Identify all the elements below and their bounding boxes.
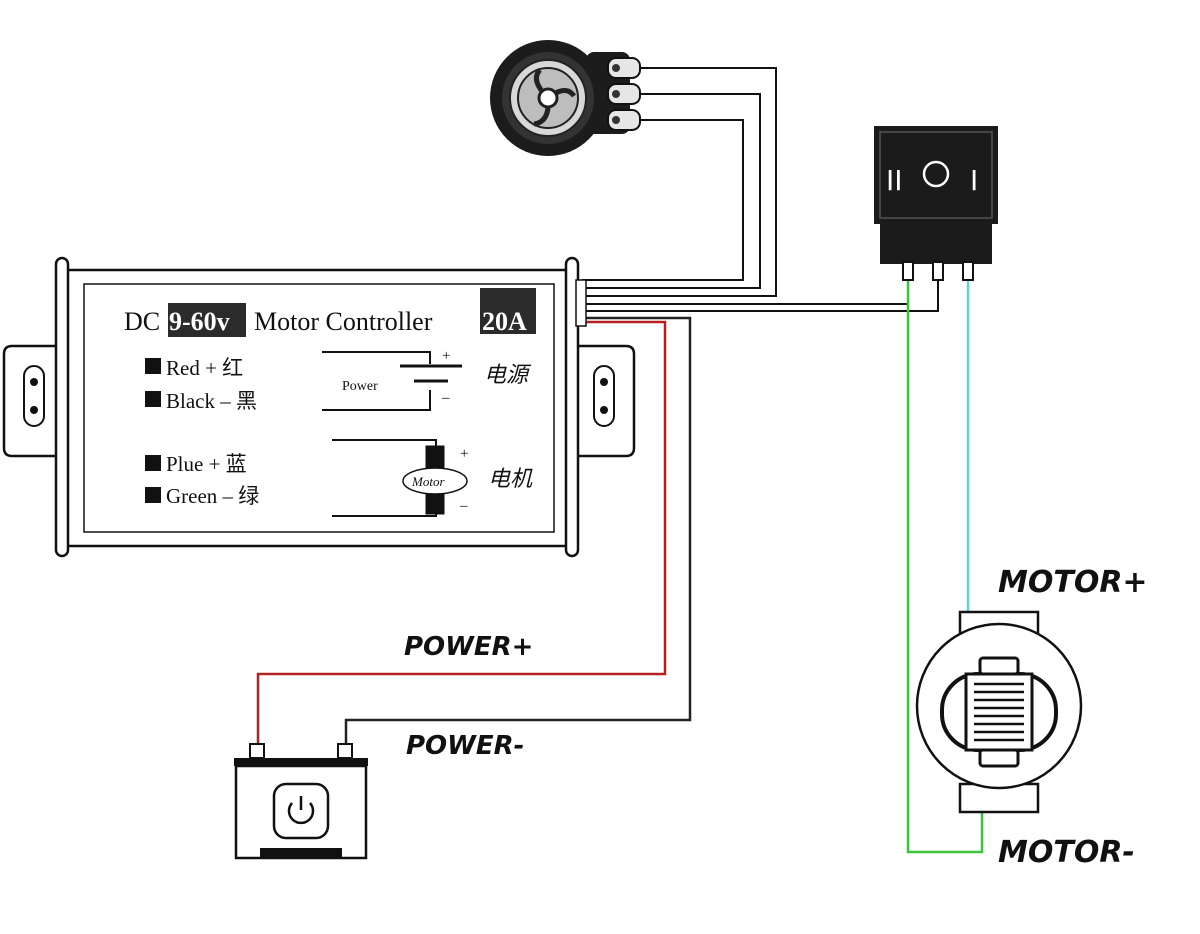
power-icon <box>272 782 330 840</box>
power-positive-wire <box>256 320 667 750</box>
legend-swatch-blue <box>145 455 161 471</box>
motor-minus-label: MOTOR- <box>998 835 1135 870</box>
controller-title-prefix: DC <box>124 307 160 336</box>
power-negative-wire <box>344 316 692 750</box>
potentiometer-wires <box>582 67 777 297</box>
motor-negative-wire <box>906 280 984 854</box>
legend-swatch-black <box>145 391 161 407</box>
legend-red: Red + 红 <box>166 356 243 380</box>
motor-icon <box>915 610 1083 814</box>
motor-chinese-label: 电机 <box>488 466 533 491</box>
legend-black: Black – 黑 <box>166 389 257 413</box>
motor-controller: DC 9-60v Motor Controller 20A Red + 红 Bl… <box>2 256 636 558</box>
power-minus-sign: – <box>441 390 450 406</box>
power-label: Power <box>342 379 378 394</box>
current-rating-label: 20A <box>482 307 527 336</box>
controller-title-text: Motor Controller <box>254 307 433 336</box>
rocker-switch-icon: II I <box>874 126 998 281</box>
battery-icon <box>234 743 368 860</box>
voltage-range-label: 9-60v <box>169 307 230 336</box>
switch-symbol-right: I <box>970 164 978 197</box>
legend-swatch-red <box>145 358 161 374</box>
motor-schematic <box>332 439 468 517</box>
power-plus-sign: + <box>442 348 450 364</box>
mounting-ear-left <box>2 344 66 458</box>
power-schematic <box>322 351 462 411</box>
motor-plus-label: MOTOR+ <box>998 565 1148 600</box>
current-rating-badge <box>480 288 536 334</box>
legend-blue: Plue + 蓝 <box>166 452 247 476</box>
voltage-range-badge <box>168 303 246 337</box>
legend-swatch-green <box>145 487 161 503</box>
power-chinese-label: 电源 <box>484 362 532 387</box>
legend-green: Green – 绿 <box>166 484 259 508</box>
potentiometer-icon <box>490 40 641 156</box>
switch-symbol-center <box>922 160 950 188</box>
switch-symbol-left: II <box>886 164 903 197</box>
mounting-ear-right <box>572 344 636 458</box>
power-plus-label: POWER+ <box>404 632 533 662</box>
motor-label: Motor <box>411 474 445 489</box>
power-minus-label: POWER- <box>406 731 524 761</box>
motor-minus-sign: – <box>459 498 468 514</box>
motor-plus-sign: + <box>460 446 468 462</box>
